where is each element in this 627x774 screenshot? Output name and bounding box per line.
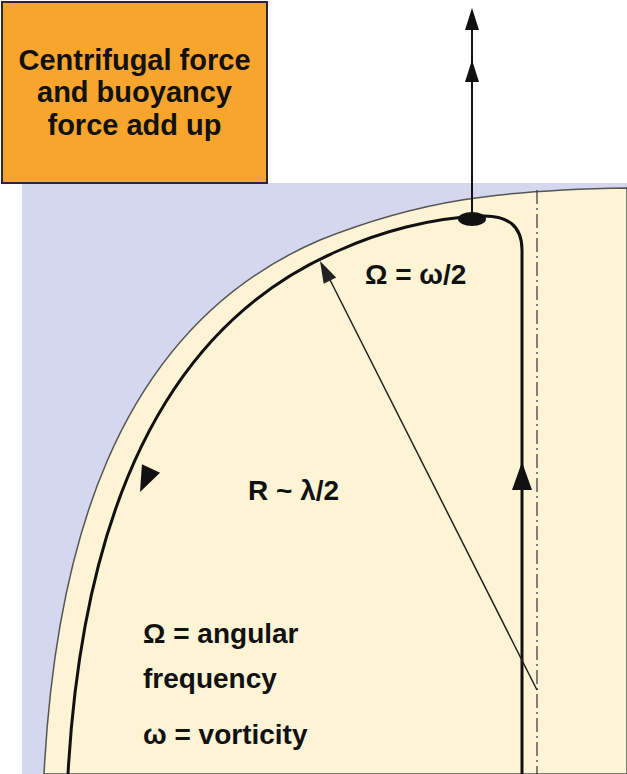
heavy-fluid [22,183,627,774]
callout-box: Centrifugal force and buoyancy force add… [1,1,268,184]
annotation-label: Ω = ω/2 [365,258,466,292]
force-arrow [471,26,473,212]
fluid-parcel [458,212,486,226]
streamline-arrow [512,462,532,490]
symmetry-axis [536,190,537,774]
streamline [68,216,522,774]
force-arrowhead [465,60,479,82]
radius-line [324,268,537,690]
callout-text: Centrifugal force and buoyancy force add… [3,44,266,141]
annotation-label: ω = vorticity [143,718,308,752]
annotation-label: Ω = angular frequency [143,612,363,702]
force-arrowhead [465,8,479,30]
streamline-arrow [131,464,160,496]
annotation-label: R ~ λ/2 [248,474,339,508]
light-fluid-bubble [44,188,627,774]
radius-arrowhead [314,258,336,284]
